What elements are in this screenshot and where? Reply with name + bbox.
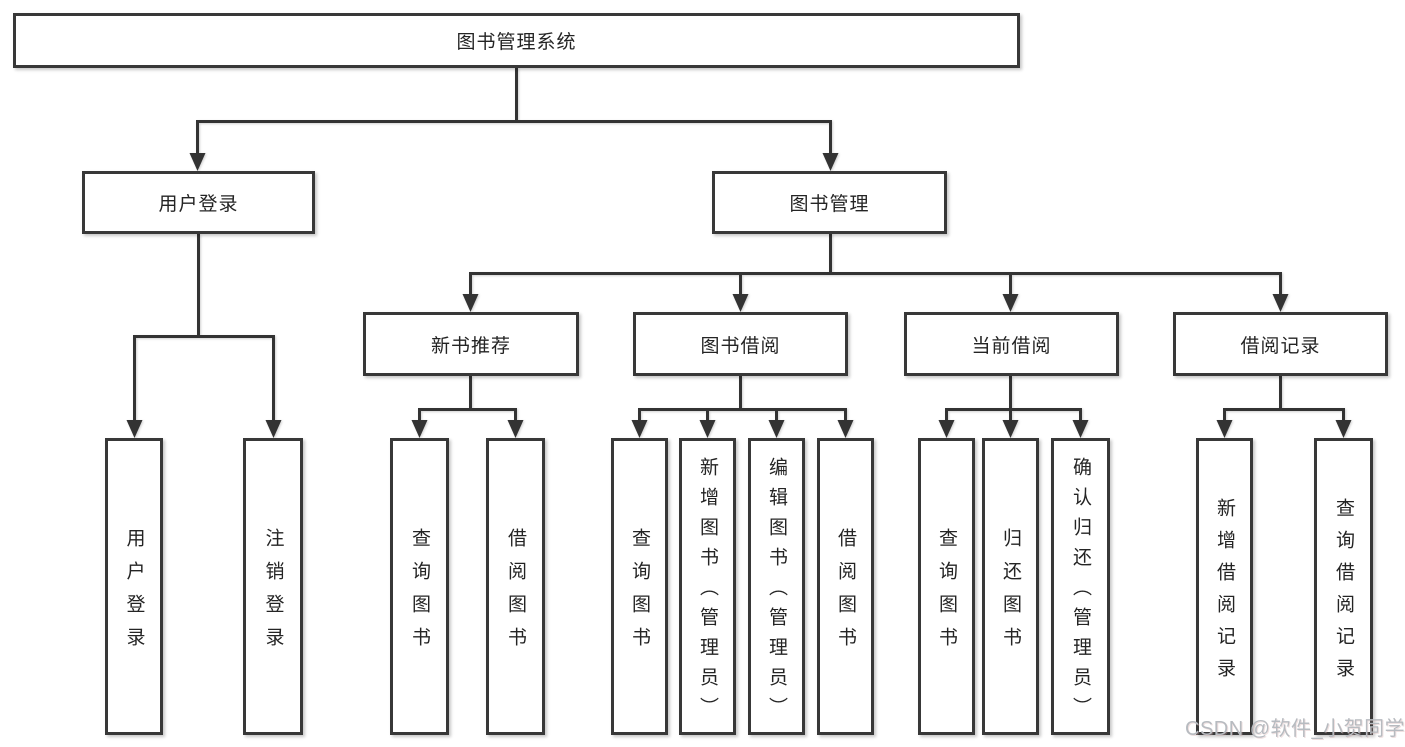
leaf-query-borrow-record: 查询借阅记录 [1314, 438, 1373, 735]
leaf-label: 确认归还（管理员） [1070, 457, 1091, 727]
leaf-label: 编辑图书（管理员） [766, 457, 787, 727]
connector-borrow-records-children [1216, 376, 1352, 438]
leaf-add-borrow-record: 新增借阅记录 [1196, 438, 1253, 735]
leaf-label: 查询图书 [629, 527, 650, 660]
leaf-label: 借阅图书 [835, 527, 856, 660]
connector-user-login-children [126, 234, 282, 438]
leaf-add-book-admin: 新增图书（管理员） [679, 438, 736, 735]
leaf-label: 借阅图书 [505, 527, 526, 660]
leaf-return-book: 归还图书 [982, 438, 1039, 735]
node-new-book-recommend: 新书推荐 [363, 312, 579, 376]
leaf-label: 新增图书（管理员） [697, 457, 718, 727]
leaf-label: 注销登录 [262, 527, 284, 660]
leaf-confirm-return-admin: 确认归还（管理员） [1051, 438, 1110, 735]
node-label: 图书管理系统 [456, 32, 577, 53]
node-user-login: 用户登录 [82, 171, 315, 234]
leaf-label: 查询图书 [409, 527, 430, 660]
node-label: 借阅记录 [1240, 335, 1321, 357]
node-current-borrow: 当前借阅 [904, 312, 1119, 376]
node-label: 当前借阅 [971, 335, 1052, 357]
leaf-label: 查询图书 [936, 527, 957, 660]
leaf-query-books-2: 查询图书 [611, 438, 668, 735]
leaf-label: 查询借阅记录 [1333, 497, 1354, 690]
node-label: 图书借阅 [700, 335, 781, 357]
connector-root-to-level2 [189, 68, 839, 171]
node-root: 图书管理系统 [13, 13, 1020, 68]
connector-new-book-recommend-children [411, 376, 524, 438]
csdn-watermark: CSDN @软件_小贺同学 [1185, 718, 1405, 740]
leaf-label: 用户登录 [123, 527, 145, 660]
leaf-logout: 注销登录 [243, 438, 303, 735]
node-label: 新书推荐 [430, 335, 511, 357]
connector-current-borrow-children [938, 376, 1089, 438]
node-label: 用户登录 [158, 194, 239, 215]
connector-book-management-children [462, 234, 1289, 312]
connector-book-borrow-children [631, 376, 854, 438]
leaf-label: 新增借阅记录 [1214, 497, 1235, 690]
leaf-borrow-books-1: 借阅图书 [486, 438, 545, 735]
leaf-borrow-books-2: 借阅图书 [817, 438, 874, 735]
leaf-label: 归还图书 [1000, 527, 1021, 660]
node-label: 图书管理 [789, 194, 870, 215]
node-book-management: 图书管理 [712, 171, 947, 234]
leaf-query-books-3: 查询图书 [918, 438, 975, 735]
leaf-edit-book-admin: 编辑图书（管理员） [748, 438, 805, 735]
node-borrow-records: 借阅记录 [1173, 312, 1388, 376]
leaf-user-login: 用户登录 [105, 438, 163, 735]
leaf-query-books-1: 查询图书 [390, 438, 449, 735]
node-book-borrow: 图书借阅 [633, 312, 848, 376]
